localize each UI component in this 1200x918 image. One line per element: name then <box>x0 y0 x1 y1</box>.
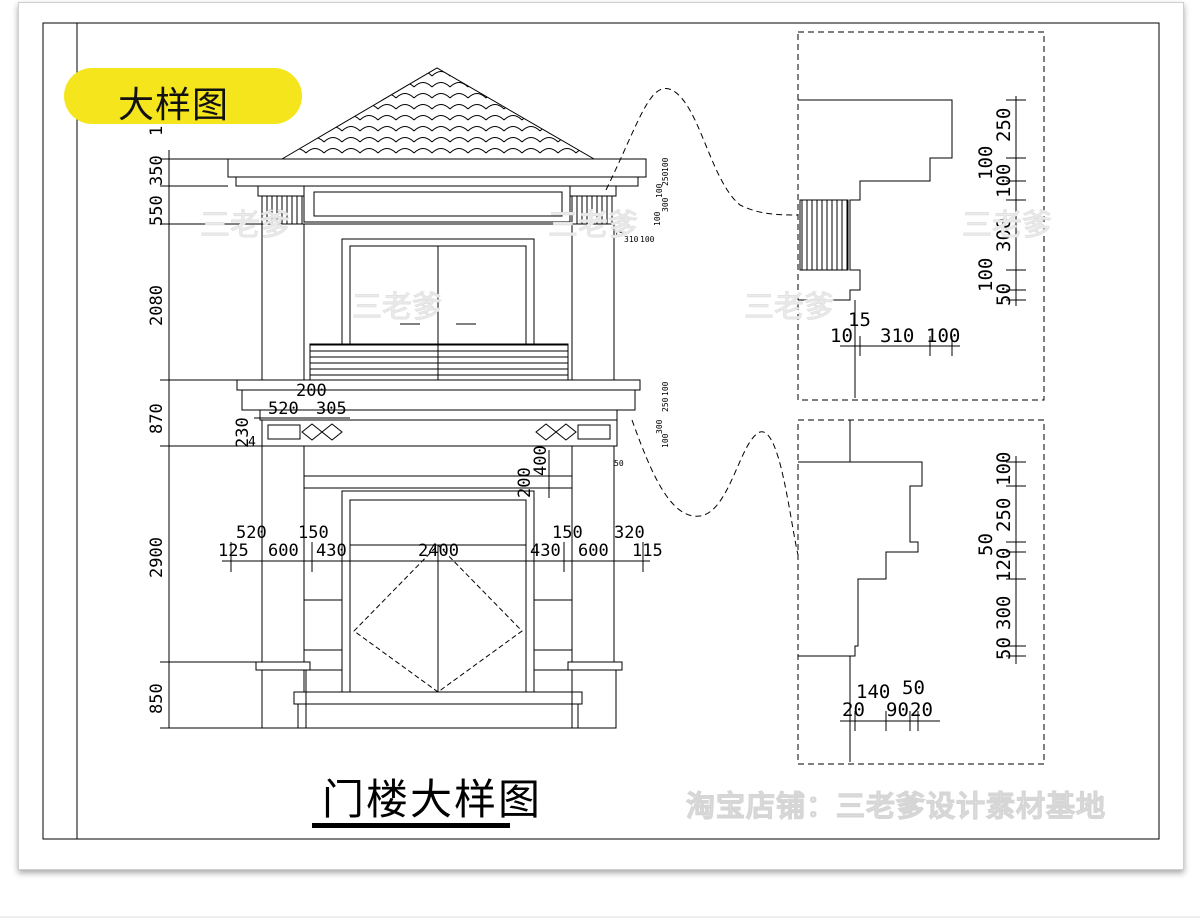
dim-mid-200: 200 <box>515 467 535 498</box>
dim-small-mid-1: 250 <box>661 397 670 412</box>
detail-bottom-h-20b: 20 <box>910 699 933 721</box>
dim-left-2080: 2080 <box>147 285 167 326</box>
dim-left-550: 550 <box>147 195 167 226</box>
detail-top-v-300: 300 <box>993 218 1015 252</box>
title-underline <box>312 823 510 828</box>
shop-watermark: 淘宝店铺：三老爹设计素材基地 <box>685 789 1107 824</box>
detail-bottom-v-300: 300 <box>993 596 1015 630</box>
dim-small-top-4: 100 <box>653 211 662 226</box>
page-bottom-edge <box>0 916 1200 918</box>
left-dimension-chain <box>160 150 262 729</box>
dim-small-top-0: 100 <box>661 157 670 172</box>
detail-top-v-50: 50 <box>993 283 1015 306</box>
dim-mid-400: 400 <box>531 445 551 476</box>
dim-low-520: 520 <box>236 523 267 543</box>
detail-cornice-top <box>797 31 1045 401</box>
detail-top-h-10: 10 <box>830 325 853 347</box>
detail-bottom-h-140: 140 <box>856 681 890 703</box>
detail-bottom-h-20: 20 <box>842 699 865 721</box>
drawing-title: 门楼大样图 <box>322 775 543 824</box>
detail-bottom-v-100: 100 <box>993 452 1015 486</box>
detail-leaders <box>605 88 799 556</box>
drawing-frame <box>42 22 1160 840</box>
dim-small-top-3: 300 <box>661 197 670 212</box>
dim-upper-230: 230 <box>233 417 253 448</box>
dim-low-430: 430 <box>316 541 347 561</box>
dim-upper-200: 200 <box>296 381 327 401</box>
dim-upper-305: 305 <box>316 399 347 419</box>
dim-low-320: 320 <box>614 523 645 543</box>
dim-small-top-6: 310 <box>624 235 639 244</box>
dim-low-600: 600 <box>268 541 299 561</box>
detail-bottom-v-50: 50 <box>975 533 997 556</box>
dim-small-top-5: 15 <box>614 229 624 238</box>
detail-top-h-100: 100 <box>926 325 960 347</box>
section-badge <box>64 68 302 124</box>
dim-low-150: 150 <box>298 523 329 543</box>
dim-small-mid-3: 100 <box>661 433 670 448</box>
detail-bottom-v-250: 250 <box>993 498 1015 532</box>
dim-left-350: 350 <box>147 155 167 186</box>
detail-bottom-labels: 100 250 50 120 300 50 140 50 20 90 20 <box>842 452 1015 721</box>
bottom-dimension-chain <box>222 417 650 572</box>
detail-top-v-100a: 100 <box>975 146 997 180</box>
detail-bottom-h-90: 90 <box>886 699 909 721</box>
detail-top-v-100b: 100 <box>993 164 1015 198</box>
dim-low-600b: 600 <box>578 541 609 561</box>
dim-small-mid-4: 50 <box>614 459 624 468</box>
dim-left-2900: 2900 <box>147 537 167 578</box>
dim-left-850: 850 <box>147 683 167 714</box>
dim-upper-4: 4 <box>248 435 256 450</box>
detail-top-v-250: 250 <box>993 108 1015 142</box>
detail-top-h-310: 310 <box>880 325 914 347</box>
detail-top-h-15: 15 <box>848 309 871 331</box>
dim-low-150b: 150 <box>552 523 583 543</box>
dim-low-2400: 2400 <box>418 541 459 561</box>
detail-top-labels: 250 100 100 300 100 50 10 15 310 100 <box>830 108 1015 347</box>
detail-bottom-v-120: 120 <box>993 548 1015 582</box>
dim-small-mid-2: 300 <box>655 419 664 434</box>
gate-elevation <box>227 67 647 729</box>
detail-top-v-100c: 100 <box>975 258 997 292</box>
dim-low-125: 125 <box>218 541 249 561</box>
dimension-labels: 1 350 550 2080 870 2900 850 200 520 305 … <box>147 126 670 714</box>
dim-upper-520: 520 <box>268 399 299 419</box>
dim-left-1: 1 <box>147 126 167 136</box>
drawing-sheet <box>18 2 1184 870</box>
dim-left-870: 870 <box>147 403 167 434</box>
dim-small-mid-0: 100 <box>661 381 670 396</box>
detail-bottom-h-50: 50 <box>902 677 925 699</box>
section-badge-label: 大样图 <box>118 85 230 126</box>
dim-small-top-1: 250 <box>661 171 670 186</box>
detail-cornice-bottom <box>797 419 1045 765</box>
dim-small-top-7: 100 <box>640 235 655 244</box>
dim-low-430b: 430 <box>530 541 561 561</box>
dim-small-top-2: 100 <box>655 183 664 198</box>
dim-low-115: 115 <box>632 541 663 561</box>
detail-bottom-v-50b: 50 <box>993 637 1015 660</box>
